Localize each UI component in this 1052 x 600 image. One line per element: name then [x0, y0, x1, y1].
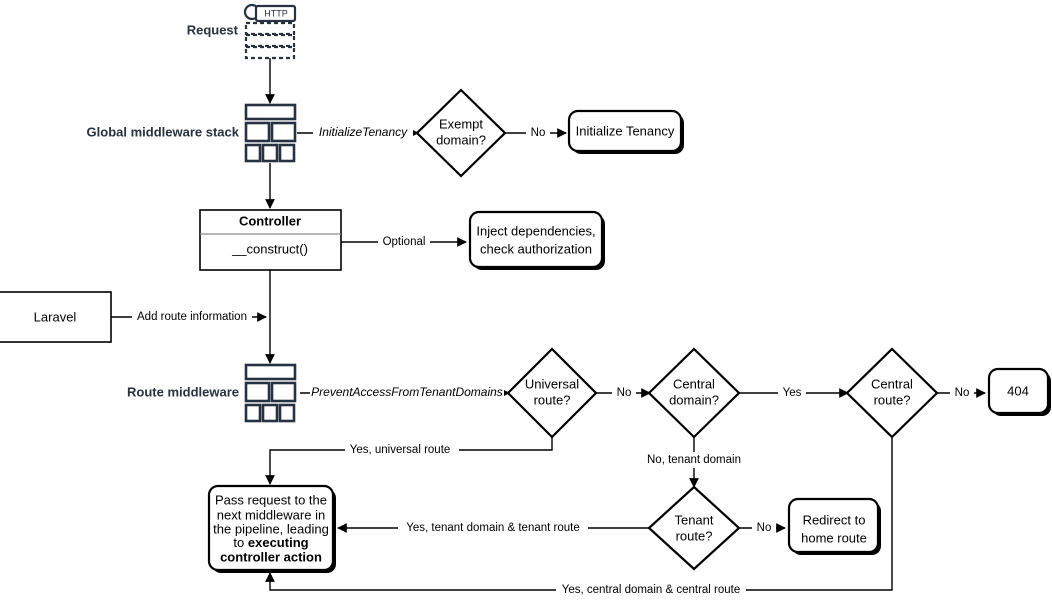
edge-label-yes-universal-route: Yes, universal route: [350, 444, 451, 456]
pass-request-line4-prefix: to: [233, 535, 247, 550]
global-middleware-stack-node[interactable]: Global middleware stack: [87, 103, 297, 163]
inject-dependencies-line1: Inject dependencies,: [476, 223, 595, 238]
route-middleware-node[interactable]: Route middleware: [127, 363, 297, 423]
universal-route-line1: Universal: [525, 376, 579, 391]
exempt-domain-line1: Exempt: [439, 116, 483, 131]
redirect-line1: Redirect to: [803, 512, 866, 527]
central-domain-line2: domain?: [669, 392, 719, 407]
central-route-line2: route?: [874, 392, 911, 407]
pass-request-line4-bold: executing: [248, 535, 309, 550]
edge-label-universal-no: No: [617, 387, 632, 399]
pass-request-node[interactable]: Pass request to the next middleware in t…: [207, 484, 336, 573]
edge-label-yes-tenant-domain-tenant-route: Yes, tenant domain & tenant route: [406, 522, 579, 534]
tenant-route-line1: Tenant: [674, 512, 713, 527]
initialize-tenancy-node[interactable]: Initialize Tenancy: [567, 109, 684, 154]
edge-label-yes-central-domain-central-route: Yes, central domain & central route: [562, 584, 741, 596]
global-middleware-stack-label: Global middleware stack: [87, 124, 240, 139]
central-route-line1: Central: [871, 376, 913, 391]
request-label: Request: [187, 22, 239, 37]
request-node[interactable]: Request HTTP: [187, 3, 297, 60]
http-icon-text: HTTP: [264, 8, 288, 18]
laravel-node[interactable]: Laravel: [0, 291, 112, 343]
central-domain-decision[interactable]: Central domain?: [647, 347, 741, 439]
controller-method: __construct(): [231, 241, 308, 256]
pass-request-line1: Pass request to the: [215, 492, 327, 507]
pass-request-line4: to executing: [233, 535, 308, 550]
edge-label-central-route-no: No: [955, 387, 970, 399]
inject-dependencies-node[interactable]: Inject dependencies, check authorization: [468, 210, 605, 270]
edge-label-no-tenant-domain: No, tenant domain: [647, 454, 741, 466]
controller-title: Controller: [239, 213, 301, 228]
route-middleware-label: Route middleware: [127, 384, 239, 399]
universal-route-line2: route?: [534, 392, 571, 407]
edge-labels-layer: InitializeTenancy No Optional Add route …: [132, 125, 974, 598]
not-found-label: 404: [1007, 383, 1029, 398]
exempt-domain-line2: domain?: [436, 132, 486, 147]
edge-label-central-domain-yes: Yes: [783, 387, 802, 399]
pass-request-line2: next middleware in: [217, 507, 325, 522]
edge-label-add-route-information: Add route information: [137, 311, 247, 323]
edge-label-initialize-tenancy: InitializeTenancy: [319, 125, 408, 139]
edge-label-tenant-route-no: No: [757, 522, 772, 534]
redirect-line2: home route: [801, 530, 867, 545]
redirect-home-route-node[interactable]: Redirect to home route: [787, 497, 881, 555]
edge-label-optional: Optional: [383, 236, 426, 248]
tenant-route-line2: route?: [676, 528, 713, 543]
pass-request-line5: controller action: [220, 549, 322, 564]
not-found-node[interactable]: 404: [987, 367, 1051, 416]
controller-node[interactable]: Controller __construct(): [199, 209, 342, 271]
central-domain-line1: Central: [673, 376, 715, 391]
laravel-label: Laravel: [34, 309, 77, 324]
central-route-decision[interactable]: Central route?: [845, 347, 939, 439]
edge-label-exempt-no: No: [531, 127, 546, 139]
initialize-tenancy-label: Initialize Tenancy: [576, 123, 675, 138]
universal-route-decision[interactable]: Universal route?: [506, 347, 598, 439]
route-middleware-stack-icon: [244, 363, 297, 423]
middleware-stack-icon: [244, 103, 297, 163]
http-request-icon: HTTP: [243, 3, 297, 60]
edge-label-prevent-access: PreventAccessFromTenantDomains: [311, 385, 503, 399]
exempt-domain-decision[interactable]: Exempt domain?: [415, 88, 507, 178]
inject-dependencies-line2: check authorization: [480, 241, 592, 256]
tenant-route-decision[interactable]: Tenant route?: [647, 485, 741, 571]
pass-request-line3: the pipeline, leading: [213, 521, 329, 536]
